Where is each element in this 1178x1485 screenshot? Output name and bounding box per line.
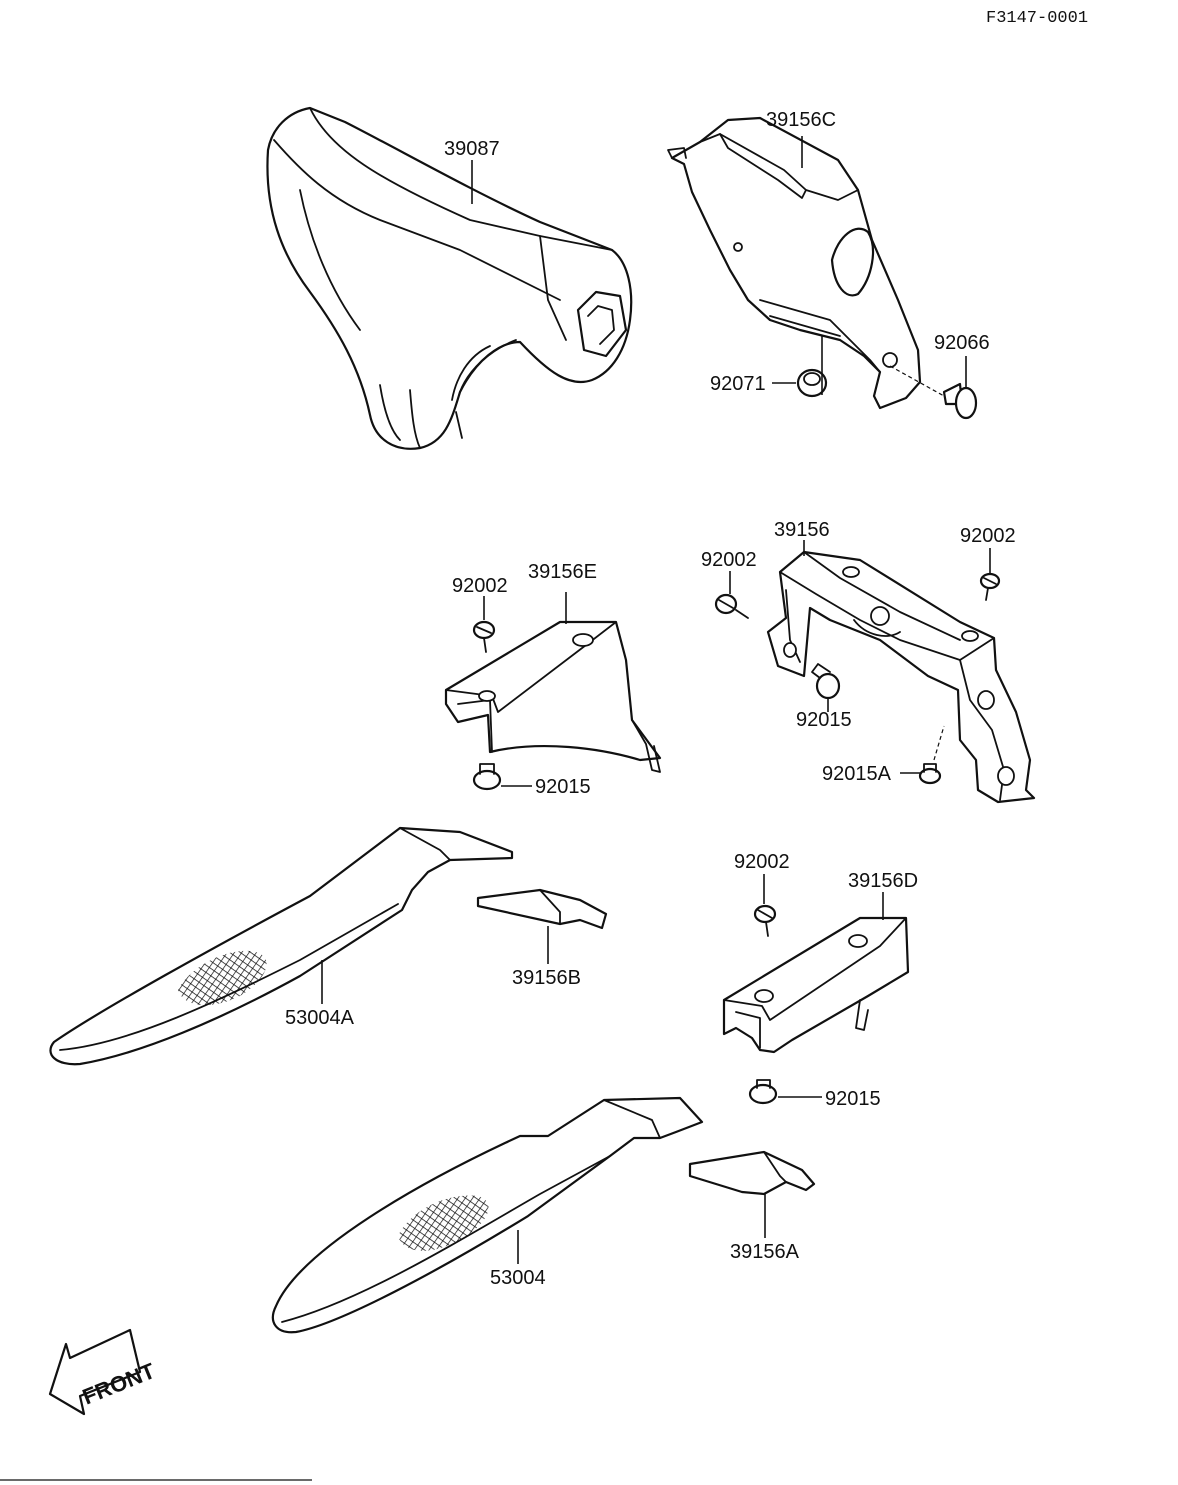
- label-92002-b1: 92002: [701, 549, 757, 571]
- grommet-92071: [796, 368, 828, 398]
- label-39156A: 39156A: [730, 1241, 800, 1263]
- label-39156C: 39156C: [766, 109, 836, 131]
- handlebar-cover-39087: [266, 106, 633, 450]
- nut-92015-e: [472, 763, 502, 791]
- label-92066: 92066: [934, 332, 990, 354]
- nut-92015-d: [748, 1079, 778, 1105]
- label-92002-d: 92002: [734, 851, 790, 873]
- screw-92002-b2: [979, 572, 1001, 601]
- label-92015-e: 92015: [535, 776, 591, 798]
- guard-53004A: [49, 826, 514, 1066]
- bracket-39156D: [722, 916, 910, 1054]
- label-53004A: 53004A: [285, 1007, 355, 1029]
- label-92002-e: 92002: [452, 575, 508, 597]
- screw-92002-e: [472, 620, 496, 653]
- nut-92015-b: [811, 663, 841, 700]
- label-92002-b2: 92002: [960, 525, 1016, 547]
- label-39156D: 39156D: [848, 870, 918, 892]
- bracket-39156E: [444, 620, 662, 773]
- label-92015A: 92015A: [822, 763, 892, 785]
- label-53004: 53004: [490, 1267, 546, 1289]
- label-39156B: 39156B: [512, 967, 581, 989]
- nut-92015A: [918, 763, 942, 785]
- plate-39156A: [688, 1150, 816, 1196]
- label-39156E: 39156E: [528, 561, 597, 583]
- label-92015-b: 92015: [796, 709, 852, 731]
- bracket-39156: [766, 550, 1036, 804]
- plate-39156B: [476, 888, 608, 930]
- pin-92066: [942, 382, 978, 420]
- screw-92002-b1: [714, 593, 749, 619]
- label-92015-d: 92015: [825, 1088, 881, 1110]
- leader-92066-dashed: [889, 365, 945, 397]
- front-direction-arrow: FRONT: [48, 1328, 159, 1416]
- diagram-code: F3147-0001: [986, 9, 1088, 28]
- label-92071: 92071: [710, 373, 766, 395]
- screw-92002-d: [753, 904, 777, 937]
- leader-92015A-dashed: [933, 725, 945, 761]
- label-39087: 39087: [444, 138, 500, 160]
- label-39156: 39156: [774, 519, 830, 541]
- cover-39156C: [667, 116, 922, 410]
- guard-53004: [271, 1096, 704, 1334]
